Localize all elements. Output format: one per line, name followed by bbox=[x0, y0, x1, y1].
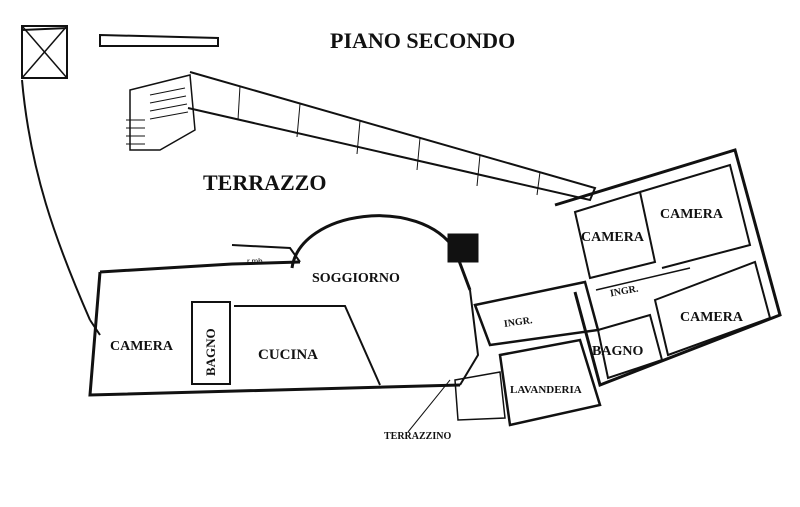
bagno-west-wall bbox=[191, 301, 231, 385]
stair-core bbox=[21, 25, 68, 79]
room-label-cucina: CUCINA bbox=[258, 347, 318, 363]
room-label-camera-north: CAMERA bbox=[581, 230, 644, 245]
plan-title: PIANO SECONDO bbox=[330, 28, 516, 53]
small-note-label: r.mb. bbox=[247, 257, 265, 266]
room-label-lavanderia: LAVANDERIA bbox=[510, 384, 582, 396]
west-wing-outline bbox=[88, 260, 461, 397]
room-label-bagno-east: BAGNO bbox=[592, 344, 644, 359]
room-label-camera-west: CAMERA bbox=[110, 339, 173, 354]
terrazzino-outline bbox=[454, 371, 506, 421]
terrace-outline bbox=[21, 27, 219, 47]
cucina-wall bbox=[234, 305, 381, 386]
staircase bbox=[129, 74, 196, 151]
room-label-bagno-west: BAGNO bbox=[203, 328, 218, 376]
soggiorno-arc bbox=[290, 214, 472, 291]
room-label-terrazzino: TERRAZZINO bbox=[384, 431, 452, 442]
lavanderia-outline bbox=[498, 338, 602, 427]
room-label-camera-northeast: CAMERA bbox=[660, 207, 723, 222]
terrace-curve bbox=[21, 79, 91, 321]
room-label-camera-east: CAMERA bbox=[680, 310, 743, 325]
room-label-soggiorno: SOGGIORNO bbox=[312, 271, 400, 286]
room-label-terrazzo: TERRAZZO bbox=[203, 170, 327, 195]
